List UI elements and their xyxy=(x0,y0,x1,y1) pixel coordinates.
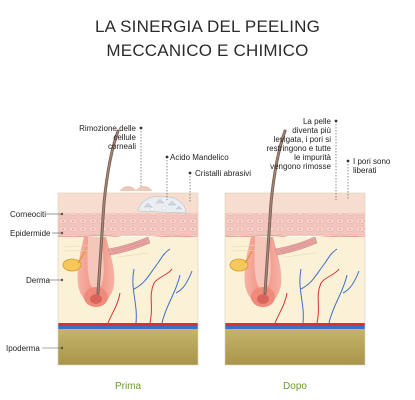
caption-after: Dopo xyxy=(283,381,307,392)
annotation-rimozione-3: corneali xyxy=(108,142,136,151)
annotation-pelle-3: levigata, i pori si xyxy=(274,135,332,144)
page-title-line-2: MECCANICO E CHIMICO xyxy=(106,41,309,60)
skin-block-after xyxy=(224,129,366,366)
annotations-after: La pelle diventa più levigata, i pori si… xyxy=(267,117,391,200)
page-title-line-1: LA SINERGIA DEL PEELING xyxy=(94,17,321,36)
skin-block-before xyxy=(57,129,199,366)
annotation-pelle-1: La pelle xyxy=(303,117,332,126)
caption-before: Prima xyxy=(115,381,142,392)
layer-labels: Corneociti Epidermide Derma Ipoderma xyxy=(6,210,64,353)
label-corneociti: Corneociti xyxy=(10,210,46,219)
annotation-pelle-2: diventa più xyxy=(292,126,331,135)
annotation-rimozione-1: Rimozione delle xyxy=(79,124,136,133)
annotation-pori-1: I pori sono xyxy=(353,157,391,166)
annotation-pori-2: liberati xyxy=(353,166,377,175)
annotation-rimozione-2: cellule xyxy=(113,133,136,142)
annotation-pelle-4: restringono e tutte xyxy=(267,144,332,153)
label-derma: Derma xyxy=(26,276,51,285)
annotation-pelle-6: vengono rimosse xyxy=(270,162,331,171)
annotation-cristalli: Cristalli abrasivi xyxy=(195,169,251,178)
label-epidermide: Epidermide xyxy=(10,229,51,238)
annotation-acido: Acido Mandelico xyxy=(170,153,229,162)
annotations-before: Rimozione delle cellule corneali Acido M… xyxy=(79,124,251,203)
label-ipoderma: Ipoderma xyxy=(6,344,40,353)
annotation-pelle-5: le impurità xyxy=(294,153,331,162)
